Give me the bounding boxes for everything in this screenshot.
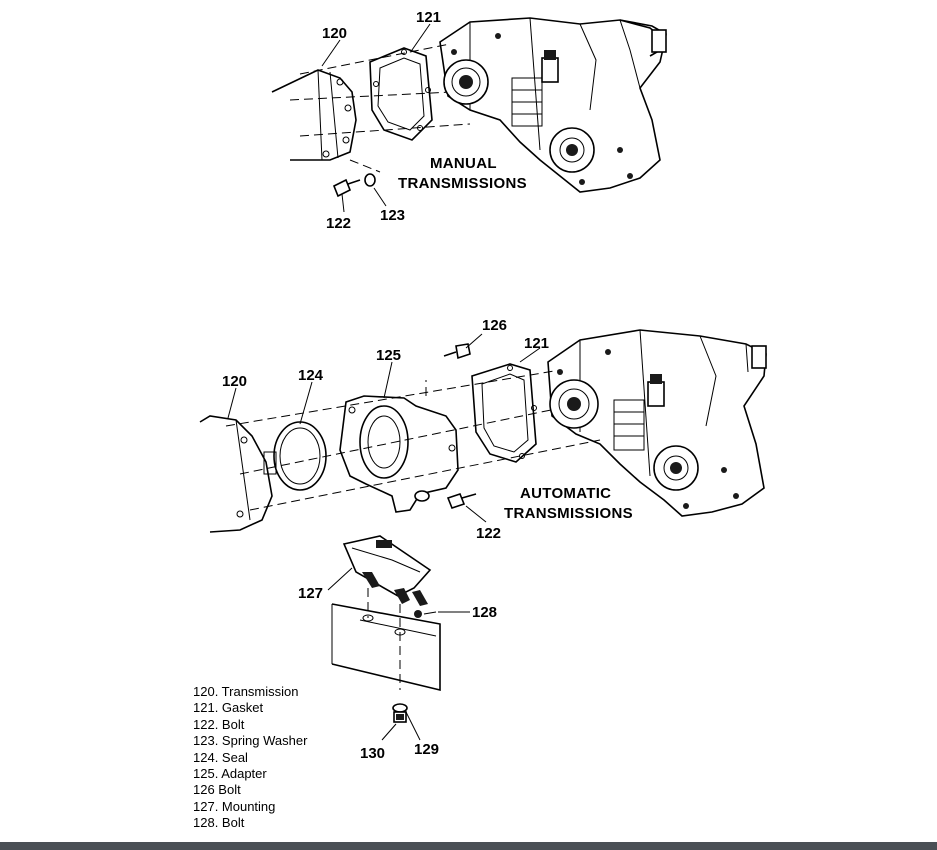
callout-125-auto: 125: [376, 347, 401, 364]
footer-bar: [0, 842, 937, 850]
legend-item: 127. Mounting: [193, 798, 276, 814]
legend-item: 123. Spring Washer: [193, 733, 308, 749]
callout-129: 129: [414, 741, 439, 758]
manual-transfer-case: [439, 17, 667, 193]
callout-127: 127: [298, 585, 323, 602]
auto-bolt-126: [443, 343, 471, 360]
auto-transmission-housing: [199, 415, 277, 533]
manual-bolt: [332, 178, 361, 198]
auto-adapter: [339, 395, 459, 513]
legend-item: 125. Adapter: [193, 766, 267, 782]
auto-transfer-case: [547, 329, 767, 517]
callout-120-auto: 120: [222, 373, 247, 390]
legend-item: 128. Bolt: [193, 815, 245, 831]
legend-item: 126 Bolt: [193, 782, 241, 798]
callout-123-manual: 123: [380, 207, 405, 224]
legend-item: 124. Seal: [193, 749, 248, 765]
manual-caption-line2: TRANSMISSIONS: [398, 175, 527, 192]
transmission-mount: [342, 535, 432, 606]
auto-seal: [273, 421, 327, 491]
manual-assembly: 120 121 122 123 MANUAL TRANSMISSIONS: [271, 9, 667, 232]
manual-gasket: [369, 47, 433, 141]
mount-bolt-128: [414, 610, 437, 618]
manual-spring-washer: [364, 173, 376, 187]
callout-121-manual: 121: [416, 9, 441, 26]
manual-caption-line1: MANUAL: [430, 155, 497, 172]
automatic-assembly: 126 125 121 120 124 122 AUTOMATIC TRANSM…: [199, 317, 767, 542]
manual-transmission-housing: [271, 69, 357, 161]
legend-item: 122. Bolt: [193, 716, 245, 732]
callout-124-auto: 124: [298, 367, 324, 384]
callout-126-auto: 126: [482, 317, 507, 334]
crossmember: [331, 603, 441, 692]
callout-128: 128: [472, 604, 497, 621]
parts-legend: 120. Transmission 121. Gasket 122. Bolt …: [193, 684, 307, 832]
auto-gasket: [471, 363, 537, 463]
callout-122-manual: 122: [326, 215, 351, 232]
legend-item: 120. Transmission: [193, 684, 299, 699]
callout-120-manual: 120: [322, 25, 347, 42]
automatic-caption-line2: TRANSMISSIONS: [504, 505, 633, 522]
callout-130: 130: [360, 745, 385, 762]
callout-121-auto: 121: [524, 335, 549, 352]
callout-122-auto: 122: [476, 525, 501, 542]
mount-nut-washer: [392, 703, 408, 723]
auto-bolt-122: [446, 493, 477, 509]
mounting-assembly: 127 128 130 129: [298, 535, 497, 762]
legend-item: 121. Gasket: [193, 700, 264, 716]
automatic-caption-line1: AUTOMATIC: [520, 485, 611, 502]
